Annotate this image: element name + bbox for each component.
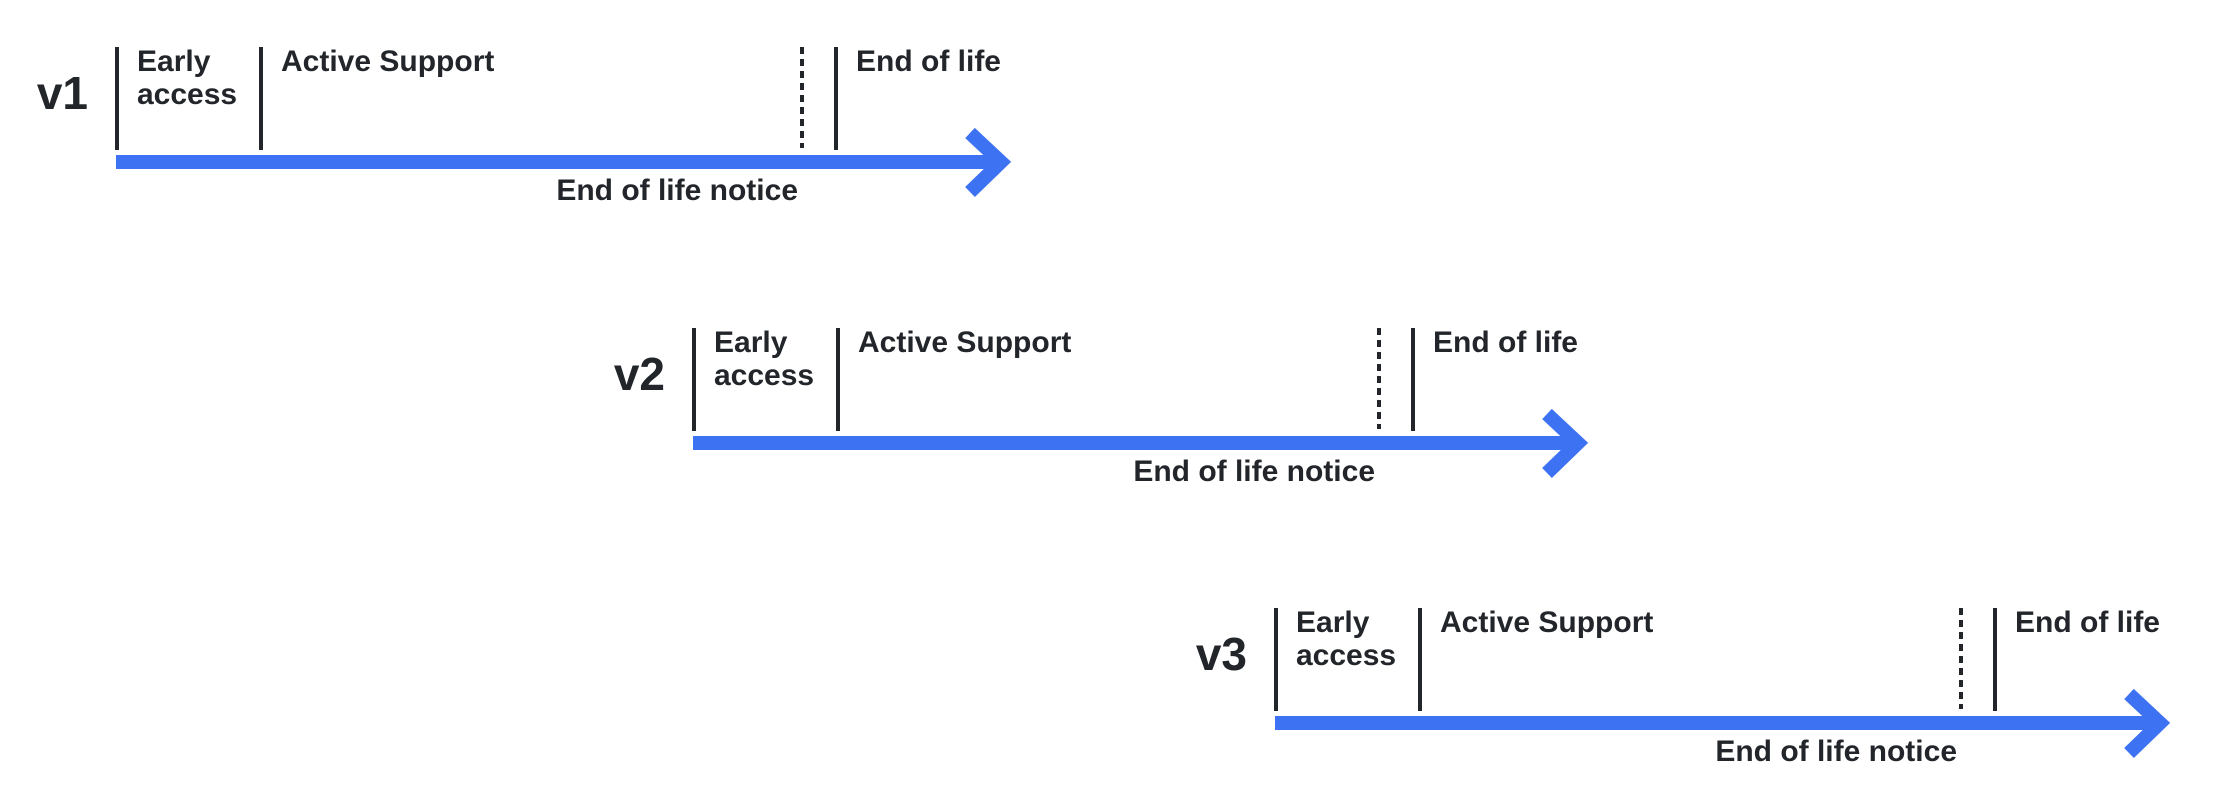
end-of-life-label: End of life	[2015, 606, 2160, 639]
early-access-label: Early access	[1296, 606, 1397, 672]
early-access-label: Early access	[137, 45, 238, 111]
active-support-start-tick	[1418, 608, 1422, 711]
early-access-start-tick	[1274, 608, 1278, 711]
end-of-life-label: End of life	[1433, 326, 1578, 359]
end-of-life-tick	[1993, 608, 1997, 711]
timeline-arrow	[693, 408, 1589, 479]
version-label: v2	[613, 348, 665, 400]
timeline-arrow	[1275, 688, 2171, 759]
timeline-row-v3: v3 Early access Active Support End of li…	[1196, 606, 2175, 812]
arrow-shaft	[116, 155, 996, 169]
arrow-head-chevron	[2124, 688, 2171, 759]
timeline-row-v1: v1 Early access Active Support End of li…	[37, 45, 1016, 262]
end-of-life-notice-dashed-line	[800, 47, 804, 148]
end-of-life-notice-dashed-line	[1959, 608, 1963, 709]
end-of-life-notice-dashed-line	[1377, 328, 1381, 429]
version-label: v3	[1195, 628, 1247, 680]
end-of-life-notice-label: End of life notice	[556, 174, 798, 207]
arrow-head-chevron	[1542, 408, 1589, 479]
end-of-life-label: End of life	[856, 45, 1001, 78]
early-access-start-tick	[692, 328, 696, 431]
end-of-life-notice-label: End of life notice	[1715, 735, 1957, 768]
end-of-life-notice-label: End of life notice	[1133, 455, 1375, 488]
arrow-shaft	[1275, 716, 2155, 730]
early-access-start-tick	[115, 47, 119, 150]
version-label: v1	[36, 67, 88, 119]
active-support-label: Active Support	[281, 45, 495, 78]
timeline-arrow	[116, 127, 1012, 198]
active-support-start-tick	[259, 47, 263, 150]
end-of-life-tick	[1411, 328, 1415, 431]
arrow-head-chevron	[965, 127, 1012, 198]
end-of-life-tick	[834, 47, 838, 150]
arrow-shaft	[693, 436, 1573, 450]
early-access-label: Early access	[714, 326, 815, 392]
active-support-start-tick	[836, 328, 840, 431]
active-support-label: Active Support	[1440, 606, 1654, 639]
timeline-row-v2: v2 Early access Active Support End of li…	[614, 326, 1593, 543]
active-support-label: Active Support	[858, 326, 1072, 359]
